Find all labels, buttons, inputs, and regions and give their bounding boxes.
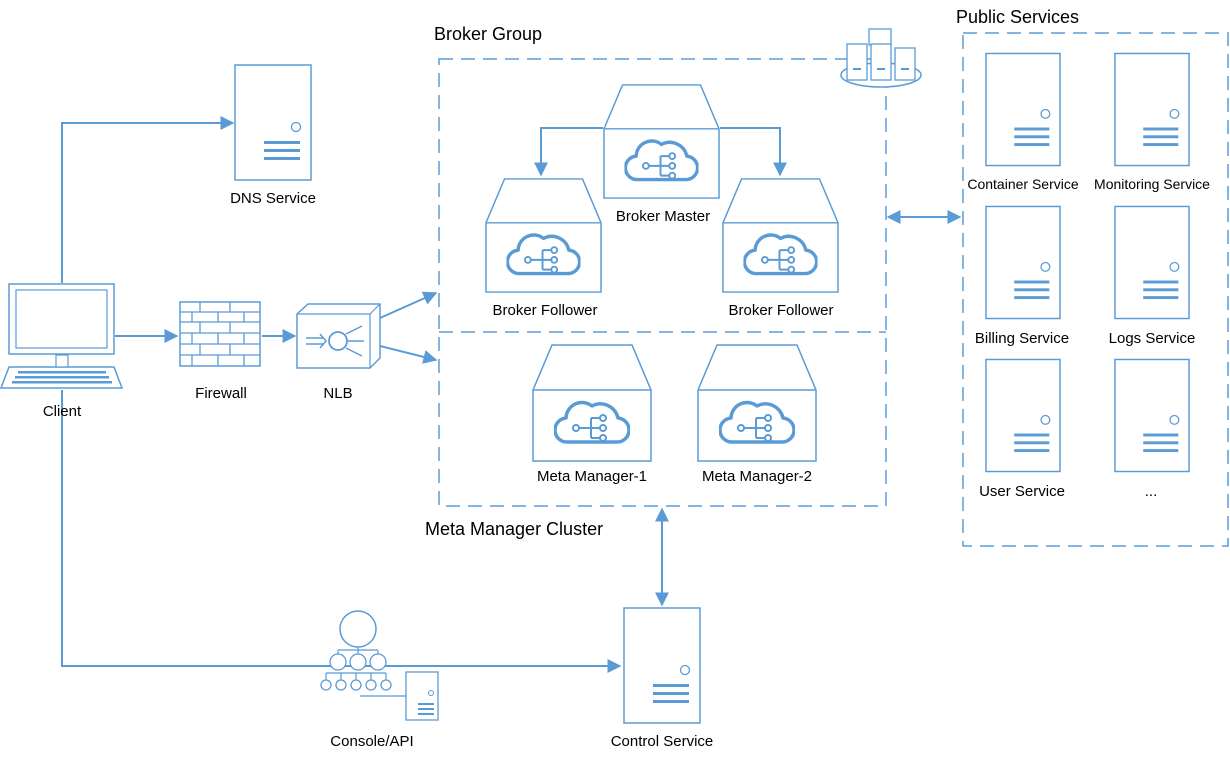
broker-follower-2-label: Broker Follower (728, 302, 833, 319)
public-service-label: Monitoring Service (1094, 176, 1210, 192)
server-cluster-icon (840, 28, 922, 88)
public-service-label: Container Service (967, 176, 1078, 192)
server-icon (985, 52, 1061, 167)
client-label: Client (43, 403, 82, 420)
broker-master-label: Broker Master (616, 208, 710, 225)
server-icon (985, 358, 1061, 473)
nlb-broker-connector (379, 291, 438, 319)
server-icon (623, 607, 701, 724)
public-service-label: ... (1145, 483, 1158, 500)
meta-manager-1-label: Meta Manager-1 (537, 468, 647, 485)
meta-manager-1-node (533, 345, 651, 461)
meta-manager-2-node (698, 345, 816, 461)
public-service-label: Billing Service (975, 330, 1069, 347)
broker-follower-1-label: Broker Follower (492, 302, 597, 319)
load-balancer-icon (296, 303, 381, 369)
firewall-icon (179, 301, 261, 367)
client-dns-connector (61, 116, 235, 283)
public-services-title: Public Services (956, 7, 1079, 27)
public-service-label: Logs Service (1109, 330, 1196, 347)
nlb-label: NLB (323, 385, 352, 402)
meta-manager-cluster-title: Meta Manager Cluster (425, 519, 603, 539)
server-icon (985, 205, 1061, 320)
laptop-icon (0, 283, 124, 389)
client-control-connector (61, 390, 622, 673)
server-icon (1114, 52, 1190, 167)
control-service-label: Control Service (611, 733, 714, 750)
firewall-label: Firewall (195, 385, 247, 402)
server-icon (1114, 205, 1190, 320)
api-tree-icon (320, 610, 439, 721)
broker-master-node (604, 85, 719, 198)
server-icon (234, 64, 312, 181)
public-services-box (962, 32, 1229, 547)
broker-group-title: Broker Group (434, 24, 542, 44)
master-follower1-connector (534, 127, 603, 177)
broker-follower-1-node (486, 179, 601, 292)
meta-manager-2-label: Meta Manager-2 (702, 468, 812, 485)
broker-group-box (438, 58, 887, 507)
public-service-label: User Service (979, 483, 1065, 500)
master-follower2-connector (720, 127, 787, 177)
nlb-meta-connector (379, 345, 438, 364)
dns-service-label: DNS Service (230, 190, 316, 207)
server-icon (1114, 358, 1190, 473)
broker-follower-2-node (723, 179, 838, 292)
console-api-label: Console/API (330, 733, 413, 750)
